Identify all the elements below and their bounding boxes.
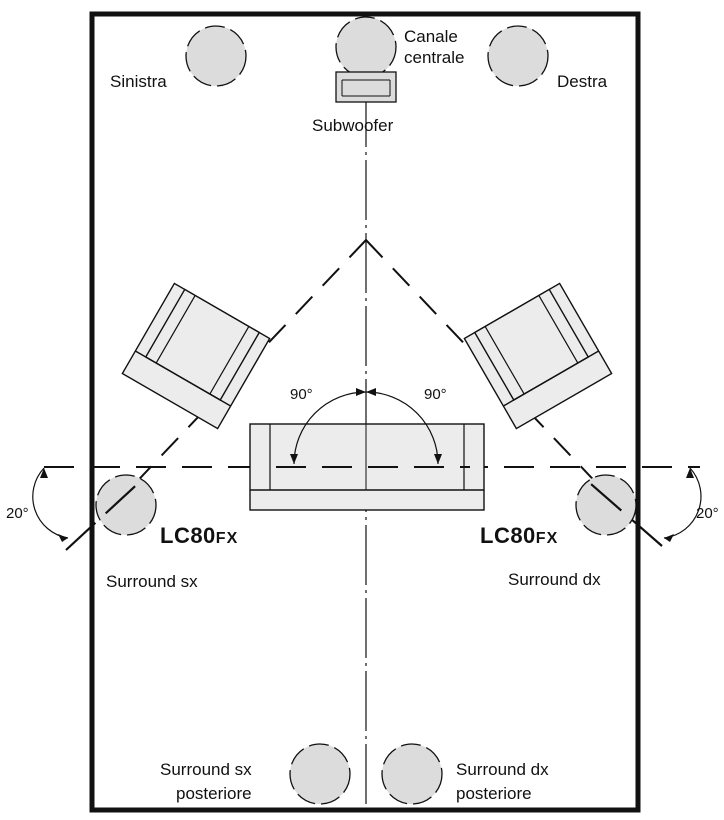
toe-arc-left (32, 467, 69, 542)
label-center-line2: centrale (404, 48, 465, 67)
surround-left-axis (65, 477, 145, 551)
label-surround-right: Surround dx (508, 570, 601, 589)
speaker-front-right (487, 25, 549, 87)
speaker-rear-right (381, 743, 443, 805)
speaker-front-left (185, 25, 247, 87)
model-name-right: LC80 (480, 523, 536, 548)
model-label-left: LC80FX (160, 524, 238, 551)
label-center-line1: Canale (404, 27, 458, 46)
label-angle-toe-left: 20° (6, 505, 29, 522)
speaker-rear-left (289, 743, 351, 805)
label-front-right: Destra (557, 72, 608, 91)
label-angle-listening-left: 90° (290, 386, 313, 403)
label-angle-toe-right: 20° (696, 505, 719, 522)
model-name-left: LC80 (160, 523, 216, 548)
label-rear-left-line2: posteriore (176, 784, 252, 803)
label-surround-left: Surround sx (106, 572, 198, 591)
model-label-right: LC80FX (480, 524, 558, 551)
model-suffix-right: FX (535, 530, 559, 547)
label-subwoofer: Subwoofer (312, 116, 394, 135)
angle-arc-left (290, 388, 367, 465)
model-suffix-left: FX (215, 530, 239, 547)
label-rear-right-line1: Surround dx (456, 760, 549, 779)
speaker-surround-left (95, 474, 157, 536)
guide-right-front (365, 239, 625, 513)
label-rear-right-line2: posteriore (456, 784, 532, 803)
label-rear-left-line1: Surround sx (160, 760, 252, 779)
armchair-left (121, 282, 271, 430)
angle-arc-right (365, 388, 442, 465)
armchair-right (463, 282, 613, 430)
label-angle-listening-right: 90° (424, 386, 447, 403)
room-outline (89, 11, 641, 813)
speaker-center (335, 16, 397, 78)
toe-arc-right (663, 467, 702, 542)
surround-right-axis (583, 477, 663, 547)
speaker-surround-right (575, 474, 637, 536)
label-front-left: Sinistra (110, 72, 167, 91)
subwoofer-box (335, 71, 397, 103)
